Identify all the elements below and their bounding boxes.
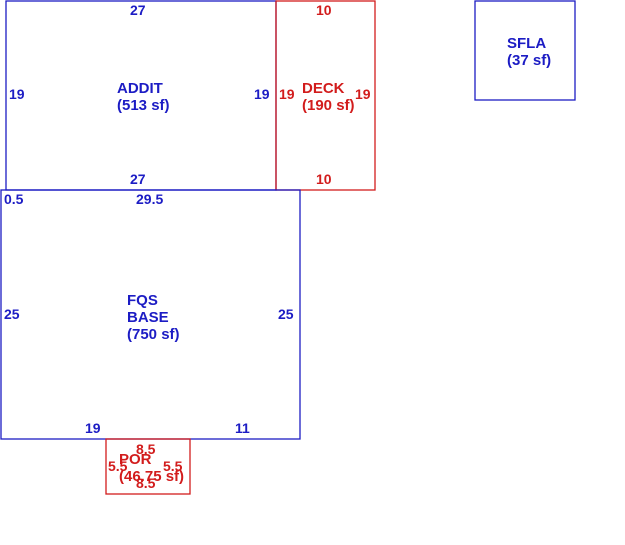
base-dim-bottom-right: 11 xyxy=(235,420,250,436)
deck-area-label: (190 sf) xyxy=(302,97,355,114)
por-outline xyxy=(105,438,191,495)
deck-dim-bottom: 10 xyxy=(316,171,332,187)
base-dim-right: 25 xyxy=(278,306,294,322)
deck-outline xyxy=(275,0,376,191)
base-dim-left: 25 xyxy=(4,306,20,322)
sfla-outline xyxy=(474,0,576,101)
addit-name: ADDIT xyxy=(117,80,163,97)
base-name-line1: FQS xyxy=(127,292,158,309)
por-dim-right: 5.5 xyxy=(163,458,183,474)
addit-dim-right: 19 xyxy=(254,86,270,102)
base-area-label: (750 sf) xyxy=(127,326,180,343)
por-area[interactable]: POR (46.75 sf) 8.5 8.5 5.5 5.5 xyxy=(105,438,191,495)
deck-dim-left: 19 xyxy=(279,86,295,102)
base-area[interactable]: FQS BASE (750 sf) 0.5 29.5 25 25 19 11 xyxy=(0,189,301,440)
deck-dim-top: 10 xyxy=(316,2,332,18)
deck-name: DECK xyxy=(302,80,345,97)
por-dim-left: 5.5 xyxy=(108,458,128,474)
base-dim-top-left: 0.5 xyxy=(4,191,24,207)
base-dim-bottom-left: 19 xyxy=(85,420,101,436)
addit-dim-bottom: 27 xyxy=(130,171,146,187)
por-area-label: (46.75 sf) xyxy=(119,468,184,485)
sfla-area-label: (37 sf) xyxy=(507,52,551,69)
deck-area[interactable]: DECK (190 sf) 10 10 19 19 xyxy=(275,0,376,191)
sfla-name: SFLA xyxy=(507,35,546,52)
por-dim-top: 8.5 xyxy=(136,441,156,457)
deck-dim-right: 19 xyxy=(355,86,371,102)
por-name: POR xyxy=(119,451,152,468)
sfla-area[interactable]: SFLA (37 sf) xyxy=(474,0,576,101)
base-name-line2: BASE xyxy=(127,309,169,326)
addit-area[interactable]: ADDIT (513 sf) 27 27 19 19 xyxy=(5,0,277,191)
addit-dim-top: 27 xyxy=(130,2,146,18)
addit-dim-left: 19 xyxy=(9,86,25,102)
por-dim-bottom: 8.5 xyxy=(136,475,156,491)
base-dim-top: 29.5 xyxy=(136,191,163,207)
addit-area-label: (513 sf) xyxy=(117,97,170,114)
